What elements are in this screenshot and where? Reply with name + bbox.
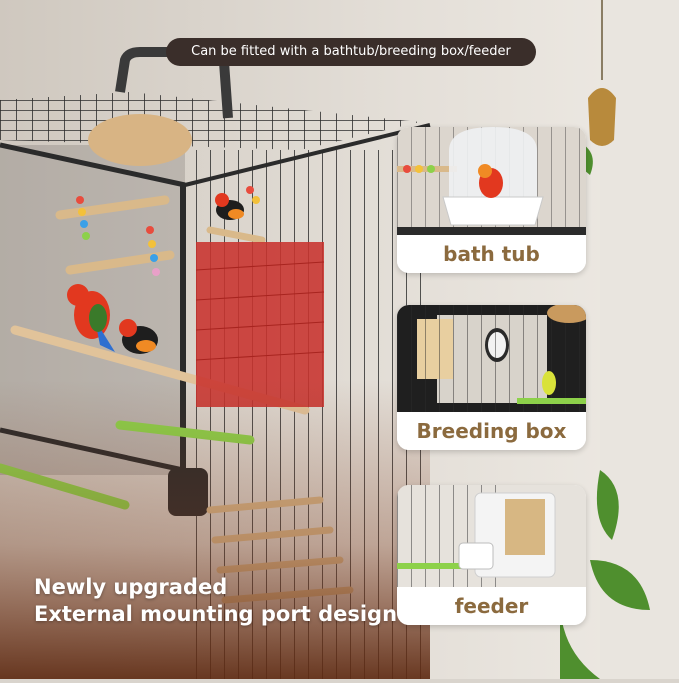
bath-basin <box>442 196 544 226</box>
headline-line-1: Newly upgraded <box>34 575 228 599</box>
bath-dome <box>449 127 537 199</box>
bead-toy <box>76 186 260 276</box>
headline-line-2: External mounting port design <box>34 602 398 626</box>
feature-headline: Newly upgraded External mounting port de… <box>34 574 397 628</box>
budgie <box>542 371 556 395</box>
small-parrot <box>119 319 158 354</box>
seed-reservoir <box>505 499 545 555</box>
frame-top-rail <box>0 142 186 188</box>
top-parrot <box>215 193 244 220</box>
frame-top-edge <box>184 123 431 187</box>
feeder-tray <box>458 542 494 570</box>
card-label-breeding-box: Breeding box <box>397 412 586 450</box>
bead-toy <box>403 165 435 173</box>
red-access-door <box>196 242 324 407</box>
card-bath-tub: bath tub <box>397 127 586 273</box>
plant <box>560 140 650 679</box>
pendant-lamp <box>588 88 616 146</box>
card-breeding-box: Breeding box <box>397 305 586 450</box>
perch <box>55 195 170 220</box>
bath-tub-photo <box>397 127 586 235</box>
card-feeder: feeder <box>397 485 586 625</box>
red-macaw <box>67 284 115 352</box>
breeding-box-photo <box>397 305 586 412</box>
bottom-shade-overlay <box>0 380 430 679</box>
info-banner: Can be fitted with a bathtub/breeding bo… <box>166 38 536 66</box>
door-lines <box>195 261 325 361</box>
wooden-platform <box>88 114 192 166</box>
feeder-photo <box>397 485 586 587</box>
card-label-feeder: feeder <box>397 587 586 625</box>
swing-perch <box>206 226 266 244</box>
card-label-bath-tub: bath tub <box>397 235 586 273</box>
